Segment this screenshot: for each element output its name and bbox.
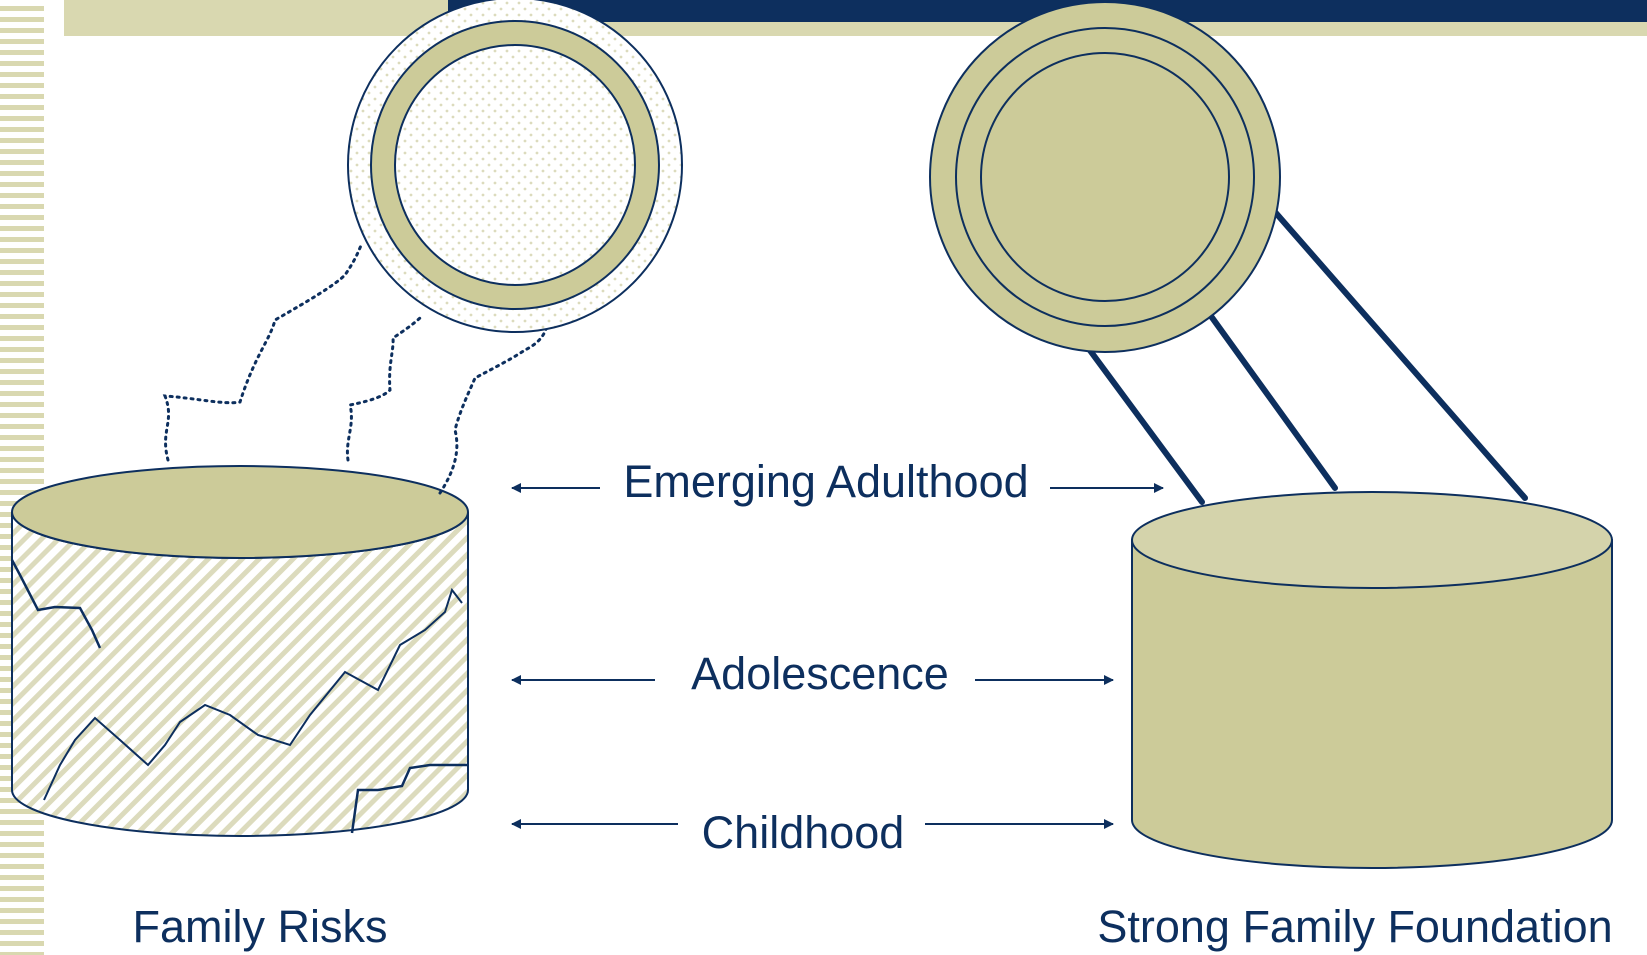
stage-label-emerging-adulthood: Emerging Adulthood [623,456,1028,507]
margin-stripe [0,171,44,176]
margin-stripe [0,809,44,814]
margin-stripe [0,61,44,66]
margin-stripe [0,358,44,363]
margin-stripe [0,215,44,220]
margin-stripe [0,325,44,330]
margin-stripe [0,83,44,88]
margin-stripe [0,369,44,374]
strong-foundation-circle [929,1,1281,353]
margin-stripe [0,941,44,946]
margin-stripe [0,292,44,297]
margin-stripe [0,853,44,858]
margin-stripe [0,303,44,308]
margin-stripe [0,380,44,385]
margin-stripe [0,402,44,407]
margin-stripe [0,336,44,341]
margin-stripe [0,17,44,22]
family-risks-cylinder [10,465,469,837]
stage-label-adolescence: Adolescence [691,648,949,699]
crack-line [350,763,468,834]
margin-stripe [0,270,44,275]
margin-stripe [0,875,44,880]
margin-stripe [0,908,44,913]
margin-stripe [0,248,44,253]
strong-foundation-cylinder [1131,491,1613,869]
margin-stripe [0,468,44,473]
margin-stripe [0,138,44,143]
margin-stripe [0,160,44,165]
margin-stripe [0,237,44,242]
weak-connections [162,241,550,495]
margin-stripe [0,842,44,847]
margin-stripe [0,446,44,451]
crack-line [10,559,102,649]
margin-stripe [0,182,44,187]
margin-stripe [0,435,44,440]
margin-stripe [0,347,44,352]
family-risks-label: Family Risks [133,901,388,952]
margin-stripe [0,281,44,286]
stage-arrows [511,483,1164,829]
margin-stripe [0,864,44,869]
margin-stripe [0,490,44,495]
margin-stripe [0,105,44,110]
margin-stripe [0,413,44,418]
margin-stripe [0,897,44,902]
margin-stripe [0,116,44,121]
margin-stripe [0,831,44,836]
margin-stripe [0,149,44,154]
margin-stripe [0,457,44,462]
margin-stripe [0,6,44,11]
strong-family-foundation-label: Strong Family Foundation [1097,901,1612,952]
margin-stripe [0,226,44,231]
margin-stripe [0,424,44,429]
margin-stripe [0,391,44,396]
margin-stripe [0,127,44,132]
margin-stripe [0,94,44,99]
crack-line [43,587,463,801]
margin-stripe [0,314,44,319]
margin-stripe [0,886,44,891]
margin-stripe [0,820,44,825]
margin-stripe [0,259,44,264]
margin-stripe [0,50,44,55]
family-risks-circle [347,0,683,333]
margin-stripe [0,193,44,198]
margin-stripe [0,952,44,955]
margin-stripe [0,39,44,44]
stage-label-childhood: Childhood [702,807,905,858]
strong-connections [1083,209,1528,505]
margin-stripe [0,930,44,935]
margin-stripe [0,919,44,924]
margin-stripe [0,479,44,484]
margin-stripe [0,204,44,209]
margin-stripe [0,72,44,77]
margin-stripe [0,28,44,33]
